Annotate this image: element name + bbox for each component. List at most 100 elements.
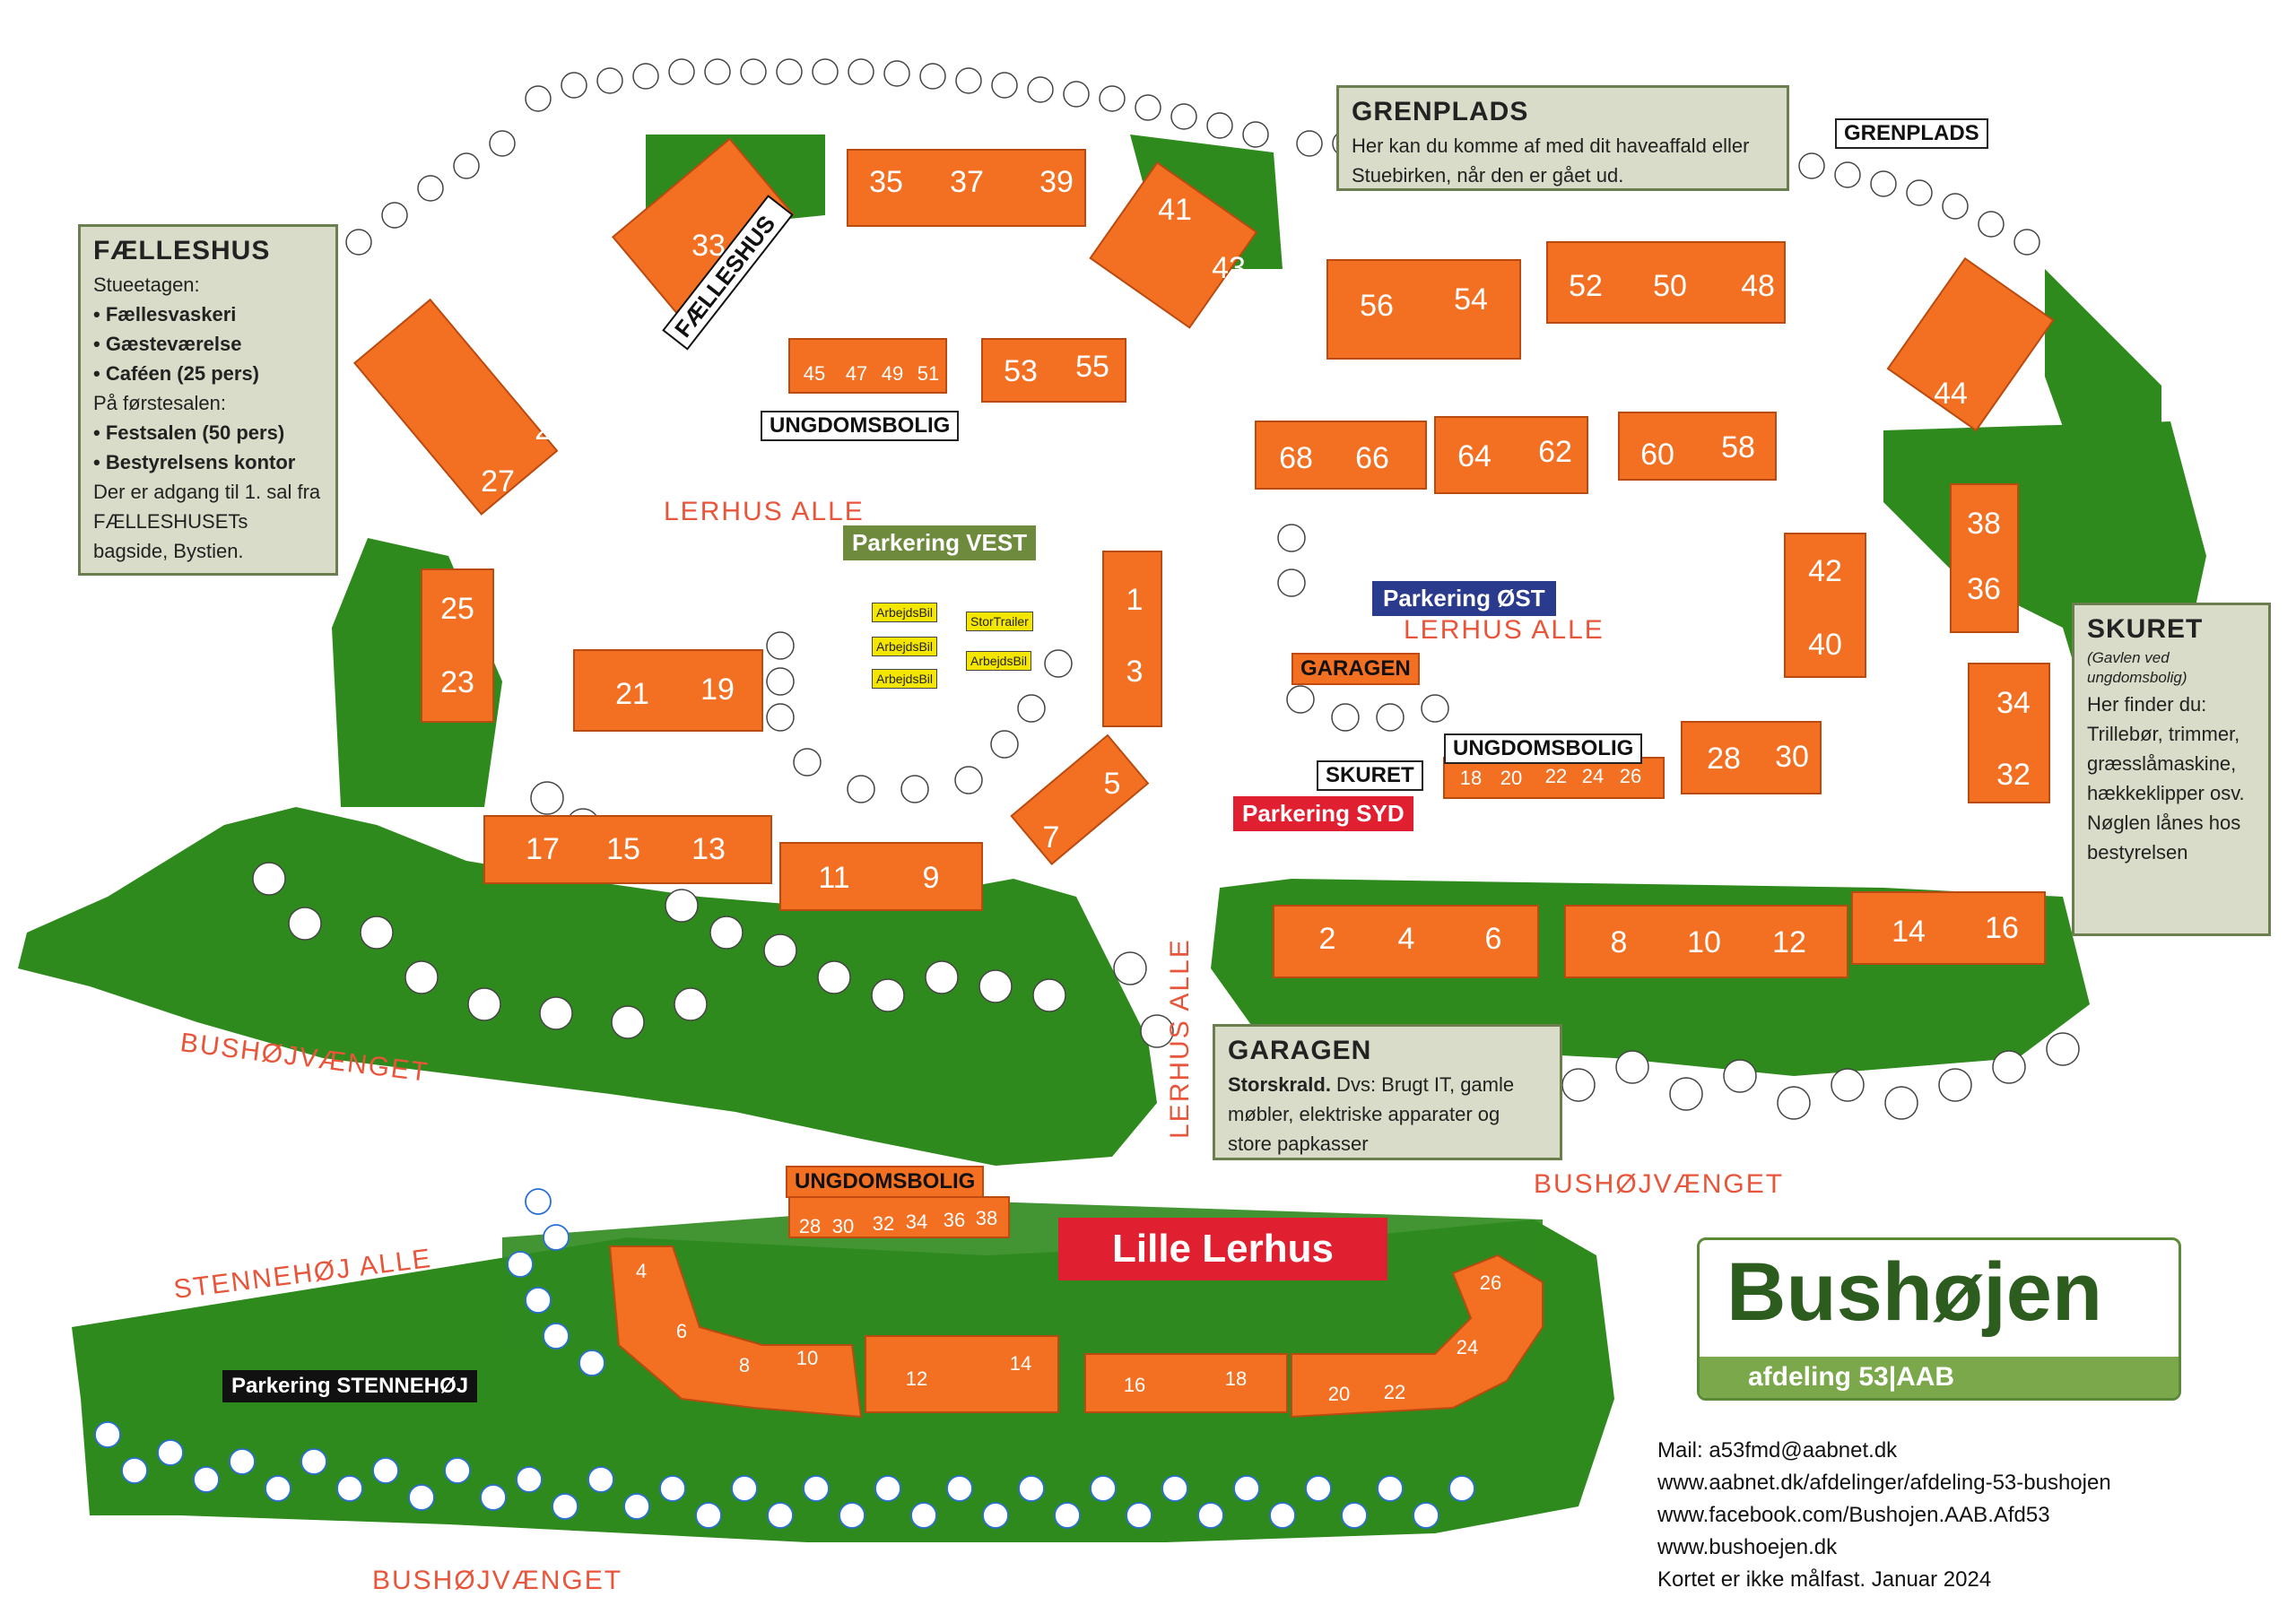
building-31: 31 [593, 350, 627, 384]
street-lerhus-alle-east: LERHUS ALLE [1404, 615, 1605, 645]
building-32: 32 [1996, 758, 2031, 792]
faelleshus-panel: FÆLLESHUS Stueetagen: Fællesvaskeri Gæst… [78, 224, 338, 576]
garagen-tag: GARAGEN [1292, 653, 1420, 685]
parkering-syd-label: Parkering SYD [1233, 796, 1413, 831]
building-45: 45 [804, 362, 825, 385]
grenplads-title: GRENPLADS [1352, 97, 1529, 126]
building-19: 19 [700, 673, 735, 707]
faelleshus-item: Fællesvaskeri [93, 299, 323, 329]
lille-building-10: 10 [796, 1347, 818, 1369]
building-35: 35 [869, 165, 903, 199]
contact-web-aabnet: www.aabnet.dk/afdelinger/afdeling-53-bus… [1657, 1471, 2111, 1495]
building-50: 50 [1653, 269, 1687, 303]
lille-building-38: 38 [976, 1207, 997, 1229]
ungdomsbolig-label-lille: UNGDOMSBOLIG [786, 1166, 985, 1198]
skuret-tag: SKURET [1317, 760, 1423, 791]
building-48: 48 [1741, 269, 1775, 303]
building-37: 37 [950, 165, 984, 199]
building-23: 23 [440, 665, 474, 699]
lille-building-18: 18 [1225, 1367, 1247, 1390]
building-47: 47 [846, 362, 867, 385]
lille-lerhus-numbers: 28 30 32 34 36 38 4 6 8 10 12 14 16 18 2… [636, 1207, 1501, 1405]
lille-building-36: 36 [944, 1209, 965, 1231]
building-29: 29 [535, 412, 569, 447]
building-3: 3 [1126, 655, 1144, 689]
building-27: 27 [481, 464, 515, 499]
building-58: 58 [1721, 430, 1755, 464]
building-64: 64 [1457, 439, 1492, 473]
building-12: 12 [1772, 925, 1806, 959]
building-24: 24 [1582, 765, 1604, 787]
lille-building-14: 14 [1010, 1352, 1031, 1375]
building-68: 68 [1279, 441, 1313, 475]
parkering-vest-label: Parkering VEST [843, 525, 1037, 560]
building-40: 40 [1808, 628, 1842, 662]
faelleshus-title: FÆLLESHUS [93, 236, 271, 265]
building-54: 54 [1454, 282, 1488, 317]
building-66: 66 [1355, 441, 1389, 475]
skuret-title: SKURET [2087, 614, 2204, 644]
trees [252, 58, 2080, 1120]
brand-name: Bushøjen [1726, 1246, 2103, 1338]
lille-building-20: 20 [1328, 1383, 1350, 1405]
faelleshus-item: Bestyrelsens kontor [93, 447, 323, 477]
faelleshus-item: Caféen (25 pers) [93, 359, 323, 388]
building-18: 18 [1460, 767, 1482, 789]
building-34: 34 [1996, 686, 2031, 720]
building-15: 15 [606, 832, 640, 866]
faelleshus-line2: På førstesalen: [93, 392, 226, 414]
ungdomsbolig-label-west: UNGDOMSBOLIG [761, 411, 960, 441]
building-21: 21 [615, 677, 649, 711]
faelleshus-item: Festsalen (50 pers) [93, 418, 323, 447]
building-9: 9 [923, 861, 940, 895]
building-4: 4 [1398, 922, 1415, 956]
buildings [352, 137, 2055, 978]
faelleshus-line1: Stueetagen: [93, 273, 200, 296]
lille-lerhus-buildings [608, 1196, 1544, 1419]
building-36: 36 [1967, 572, 2001, 606]
building-10: 10 [1687, 925, 1721, 959]
lille-building-26: 26 [1480, 1271, 1501, 1294]
building-8: 8 [1611, 925, 1628, 959]
street-bushojvaenget-east: BUSHØJVÆNGET [1534, 1169, 1784, 1199]
vehicle-arbejdsbil: ArbejdsBil [872, 603, 938, 622]
skuret-panel: SKURET (Gavlen ved ungdomsbolig) Her fin… [2072, 603, 2271, 936]
building-14: 14 [1892, 915, 1926, 949]
lille-building-32: 32 [873, 1212, 894, 1235]
vehicle-arbejdsbil: ArbejdsBil [872, 669, 938, 689]
ungdomsbolig-label-center: UNGDOMSBOLIG [1444, 733, 1643, 764]
building-5: 5 [1104, 767, 1121, 801]
lille-building-24: 24 [1457, 1336, 1478, 1358]
lille-building-22: 22 [1384, 1381, 1405, 1403]
grenplads-panel: GRENPLADS Her kan du komme af med dit ha… [1336, 85, 1789, 191]
building-44: 44 [1934, 377, 1968, 411]
vehicle-arbejdsbil: ArbejdsBil [966, 651, 1032, 671]
faelleshus-note: Der er adgang til 1. sal fra FÆLLESHUSET… [93, 481, 321, 562]
garagen-title: GARAGEN [1228, 1036, 1372, 1065]
parkering-ost-label: Parkering ØST [1372, 581, 1556, 616]
garagen-body: Dvs: Brugt IT, gamle møbler, elektriske … [1228, 1073, 1515, 1155]
building-43: 43 [1212, 251, 1246, 285]
skuret-text: Her finder du: Trillebør, trimmer, græss… [2087, 693, 2245, 804]
building-41: 41 [1158, 193, 1192, 227]
building-1: 1 [1126, 583, 1144, 617]
building-55: 55 [1075, 350, 1109, 384]
lille-building-16: 16 [1124, 1374, 1145, 1396]
building-2: 2 [1319, 922, 1336, 956]
street-lerhus-alle-south: LERHUS ALLE [1165, 938, 1195, 1139]
skuret-subtitle: (Gavlen ved ungdomsbolig) [2087, 649, 2187, 686]
lille-building-30: 30 [832, 1215, 854, 1237]
parkering-stennehoj-label: Parkering STENNEHØJ [222, 1370, 478, 1402]
bushojen-logo: Bushøjen afdeling 53|AAB [1697, 1237, 2181, 1401]
faelleshus-list-ground: Fællesvaskeri Gæsteværelse Caféen (25 pe… [93, 299, 323, 388]
lille-building-4: 4 [636, 1260, 647, 1282]
lille-building-28: 28 [799, 1215, 821, 1237]
building-26: 26 [1620, 765, 1641, 787]
building-38: 38 [1967, 507, 2001, 541]
building-30: 30 [1775, 740, 1809, 774]
contact-web-facebook: www.facebook.com/Bushojen.AAB.Afd53 [1657, 1503, 2050, 1527]
garagen-bold: Storskrald. [1228, 1073, 1331, 1096]
lille-building-12: 12 [906, 1367, 927, 1390]
building-11: 11 [818, 861, 849, 895]
